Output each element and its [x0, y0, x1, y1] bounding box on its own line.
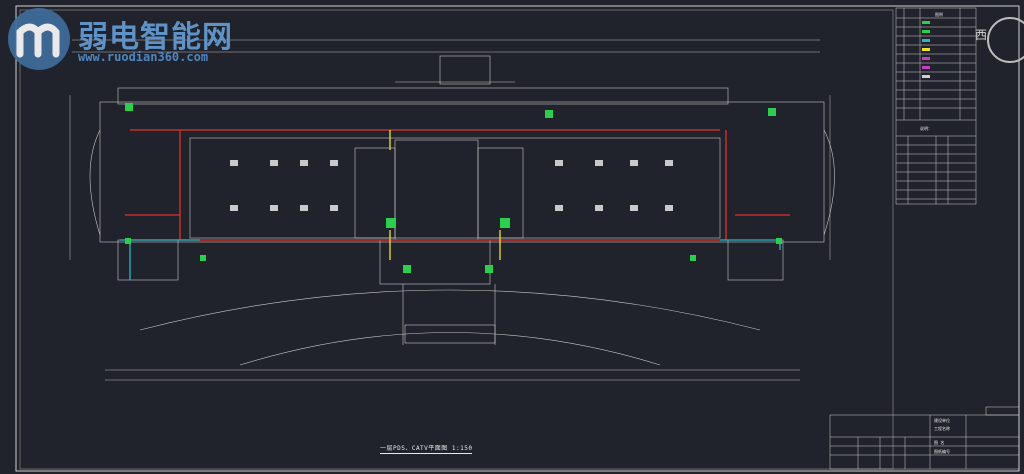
north-label: 西 — [975, 28, 988, 42]
legend-symbols — [922, 21, 930, 78]
title-block-row: 图纸编号 — [934, 449, 950, 454]
title-block-row: 图 名 — [934, 440, 945, 445]
drawing-title: 一层PDS、CATV平面图 1:150 — [380, 445, 473, 454]
network-devices — [125, 103, 782, 273]
watermark-url: www.ruodian360.com — [78, 50, 209, 64]
watermark-title: 弱电智能网 — [78, 20, 233, 55]
drawing-frame — [15, 5, 1020, 472]
title-block — [829, 406, 1020, 470]
column-grid — [230, 160, 673, 211]
logo-mark-icon — [8, 8, 70, 70]
north-indicator — [987, 17, 1024, 63]
title-block-row: 建设单位 — [934, 418, 950, 423]
legend-note: 说明： — [920, 126, 932, 131]
watermark-logo: 弱电智能网 www.ruodian360.com — [8, 8, 238, 70]
drawing-inner-frame — [19, 9, 894, 470]
building-walls — [89, 55, 835, 366]
dimension-lines — [69, 39, 831, 381]
legend-table — [895, 7, 977, 205]
cable-runs — [120, 129, 790, 280]
title-block-row: 工程名称 — [934, 426, 950, 431]
legend-header: 图例 — [935, 12, 943, 17]
